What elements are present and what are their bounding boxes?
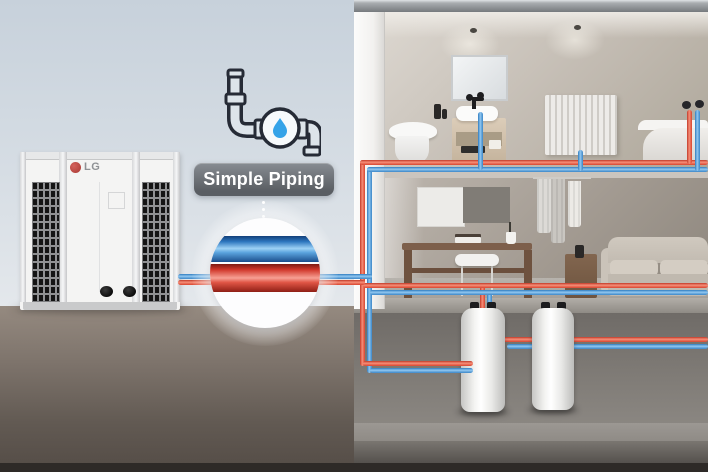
badge-label: Simple Piping	[203, 169, 325, 189]
bathroom-cold-pipe	[367, 167, 708, 172]
faucet-valve-icon	[477, 92, 484, 99]
toilet-seat	[389, 122, 437, 140]
stool-leg	[491, 266, 493, 296]
towel	[537, 179, 551, 233]
basement-left-cold-pipe	[370, 368, 473, 373]
unit-frame-rail	[20, 152, 26, 302]
tub-valve-icon	[695, 100, 704, 108]
towel-rail	[533, 177, 591, 179]
tank-shadow	[457, 408, 509, 416]
pump-piping-icon	[224, 68, 321, 157]
simple-piping-badge: Simple Piping	[194, 163, 334, 196]
tank-shadow	[528, 406, 578, 414]
desk-papers	[455, 237, 481, 243]
water-tank	[532, 308, 574, 410]
stool-leg	[461, 266, 463, 296]
tub-valve-icon	[682, 101, 691, 109]
floor-slab-upper	[384, 172, 708, 178]
bathtub-rim	[638, 120, 708, 130]
radiator	[545, 95, 617, 155]
plant-pot	[506, 232, 516, 244]
basement-front-cut	[354, 441, 708, 463]
sideboard-top	[402, 243, 532, 250]
tank-fitting-icon	[470, 302, 479, 311]
bottle	[442, 109, 447, 119]
faucet-valve-icon	[466, 94, 473, 101]
tank-feed-hot-pipe	[480, 286, 485, 314]
unit-frame-rail	[132, 152, 140, 302]
unit-grille	[142, 182, 170, 302]
tub-drop-cold-pipe	[695, 110, 700, 171]
pipe-fitting-icon	[100, 286, 113, 297]
stool	[455, 254, 499, 266]
cold-pipe-cylinder	[210, 236, 320, 262]
lg-logo: LG	[70, 162, 100, 173]
tub-drop-hot-pipe	[687, 110, 692, 164]
wall-riser-cold-pipe	[367, 167, 372, 373]
shelf-books	[461, 146, 485, 153]
lg-logo-text: LG	[84, 161, 101, 173]
radiator-drop-pipe	[578, 150, 583, 171]
pipe-fitting-icon	[123, 286, 136, 297]
sofa-cushion	[660, 260, 708, 276]
water-tank	[461, 308, 505, 412]
sink-faucet-icon	[472, 97, 476, 109]
outdoor-unit: LG	[20, 152, 180, 310]
ceiling-light-icon	[574, 25, 581, 30]
sofa-cushion	[610, 260, 658, 276]
basement-floor	[354, 423, 708, 441]
towel	[568, 181, 581, 227]
shelf-towels	[489, 140, 501, 149]
living-floor-hot-pipe	[363, 283, 708, 288]
bathroom-hot-pipe	[360, 160, 708, 165]
ceiling-light-icon	[470, 28, 477, 33]
panel-seam	[99, 182, 100, 292]
basement-cold-pipe	[507, 344, 708, 349]
sideboard-shelf	[412, 268, 524, 273]
towel	[551, 179, 565, 243]
tank-fitting-icon	[557, 302, 566, 311]
living-floor-cold-pipe	[370, 290, 708, 295]
bathroom-mirror	[451, 55, 508, 101]
sofa-back	[608, 237, 708, 263]
wall-panel	[463, 187, 510, 223]
sink-faucet-spout	[472, 97, 484, 101]
floor-slab-lower	[354, 298, 708, 313]
unit-frame-rail	[59, 152, 67, 302]
tank-fitting-icon	[541, 302, 550, 311]
unit-base	[23, 302, 177, 310]
bottle	[575, 245, 584, 258]
water-droplet-icon	[273, 118, 287, 138]
basement-left-hot-pipe	[363, 361, 473, 366]
service-panel	[108, 192, 125, 209]
unit-frame-rail	[173, 152, 180, 302]
house-roof	[354, 0, 708, 12]
sink-drop-pipe	[478, 112, 483, 170]
tank-fitting-icon	[487, 302, 496, 311]
unit-top-panel	[20, 152, 180, 160]
plant-sprig	[509, 222, 511, 233]
wall-canvas	[417, 187, 465, 227]
pipe-cross-section-callout	[210, 218, 320, 328]
toilet-bowl	[395, 136, 429, 164]
lg-logo-mark-icon	[70, 162, 81, 173]
vessel-sink	[456, 106, 498, 121]
unit-grille	[32, 182, 60, 302]
basement-hot-pipe	[500, 337, 708, 342]
bottle	[434, 104, 441, 119]
sideboard-leg	[404, 250, 412, 298]
sideboard-leg	[524, 250, 532, 298]
bottom-shadow-strip	[0, 463, 708, 472]
hot-pipe-cylinder	[210, 264, 320, 292]
wall-riser-hot-pipe	[360, 160, 365, 366]
